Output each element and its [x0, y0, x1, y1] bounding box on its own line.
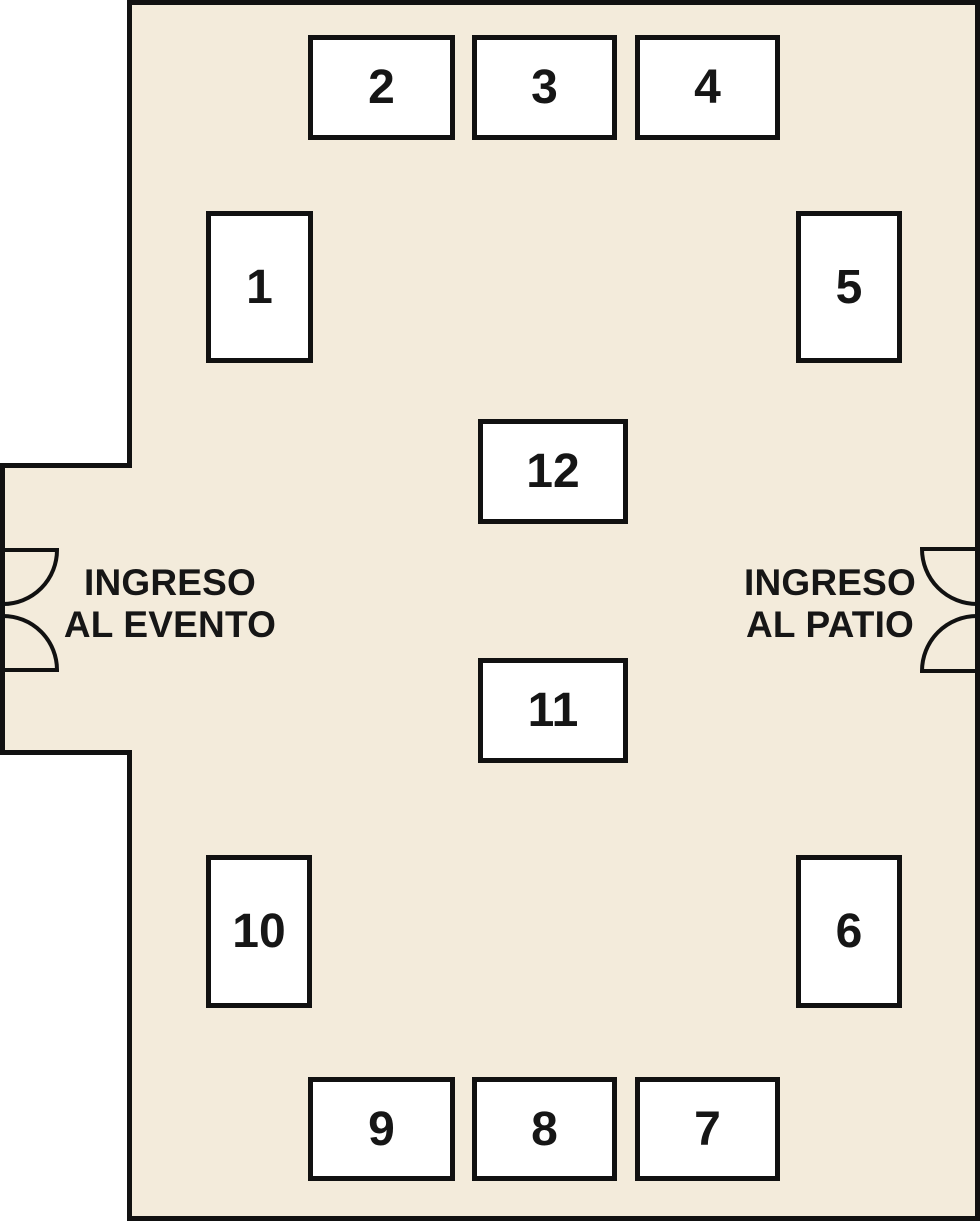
- booth-7: 7: [635, 1077, 780, 1181]
- entrance-label-event-line1: INGRESO: [83, 562, 257, 603]
- booth-11: 11: [478, 658, 628, 763]
- booth-3: 3: [472, 35, 617, 140]
- booth-12: 12: [478, 419, 628, 524]
- booth-8: 8: [472, 1077, 617, 1181]
- door-opening: [127, 515, 133, 703]
- entrance-label-event-line2: AL EVENTO: [63, 604, 277, 645]
- booth-10: 10: [206, 855, 312, 1008]
- booth-1: 1: [206, 211, 313, 363]
- entrance-label-patio-line1: INGRESO: [743, 562, 917, 603]
- booth-5: 5: [796, 211, 902, 363]
- entrance-label-patio-line2: AL PATIO: [745, 604, 915, 645]
- entrance-vestibule: [0, 463, 132, 755]
- booth-2: 2: [308, 35, 455, 140]
- booth-4: 4: [635, 35, 780, 140]
- entrance-label-event: INGRESO AL EVENTO: [60, 562, 280, 646]
- event-hall-floor: [127, 0, 980, 1221]
- entrance-label-patio: INGRESO AL PATIO: [720, 562, 940, 646]
- booth-9: 9: [308, 1077, 455, 1181]
- booth-6: 6: [796, 855, 902, 1008]
